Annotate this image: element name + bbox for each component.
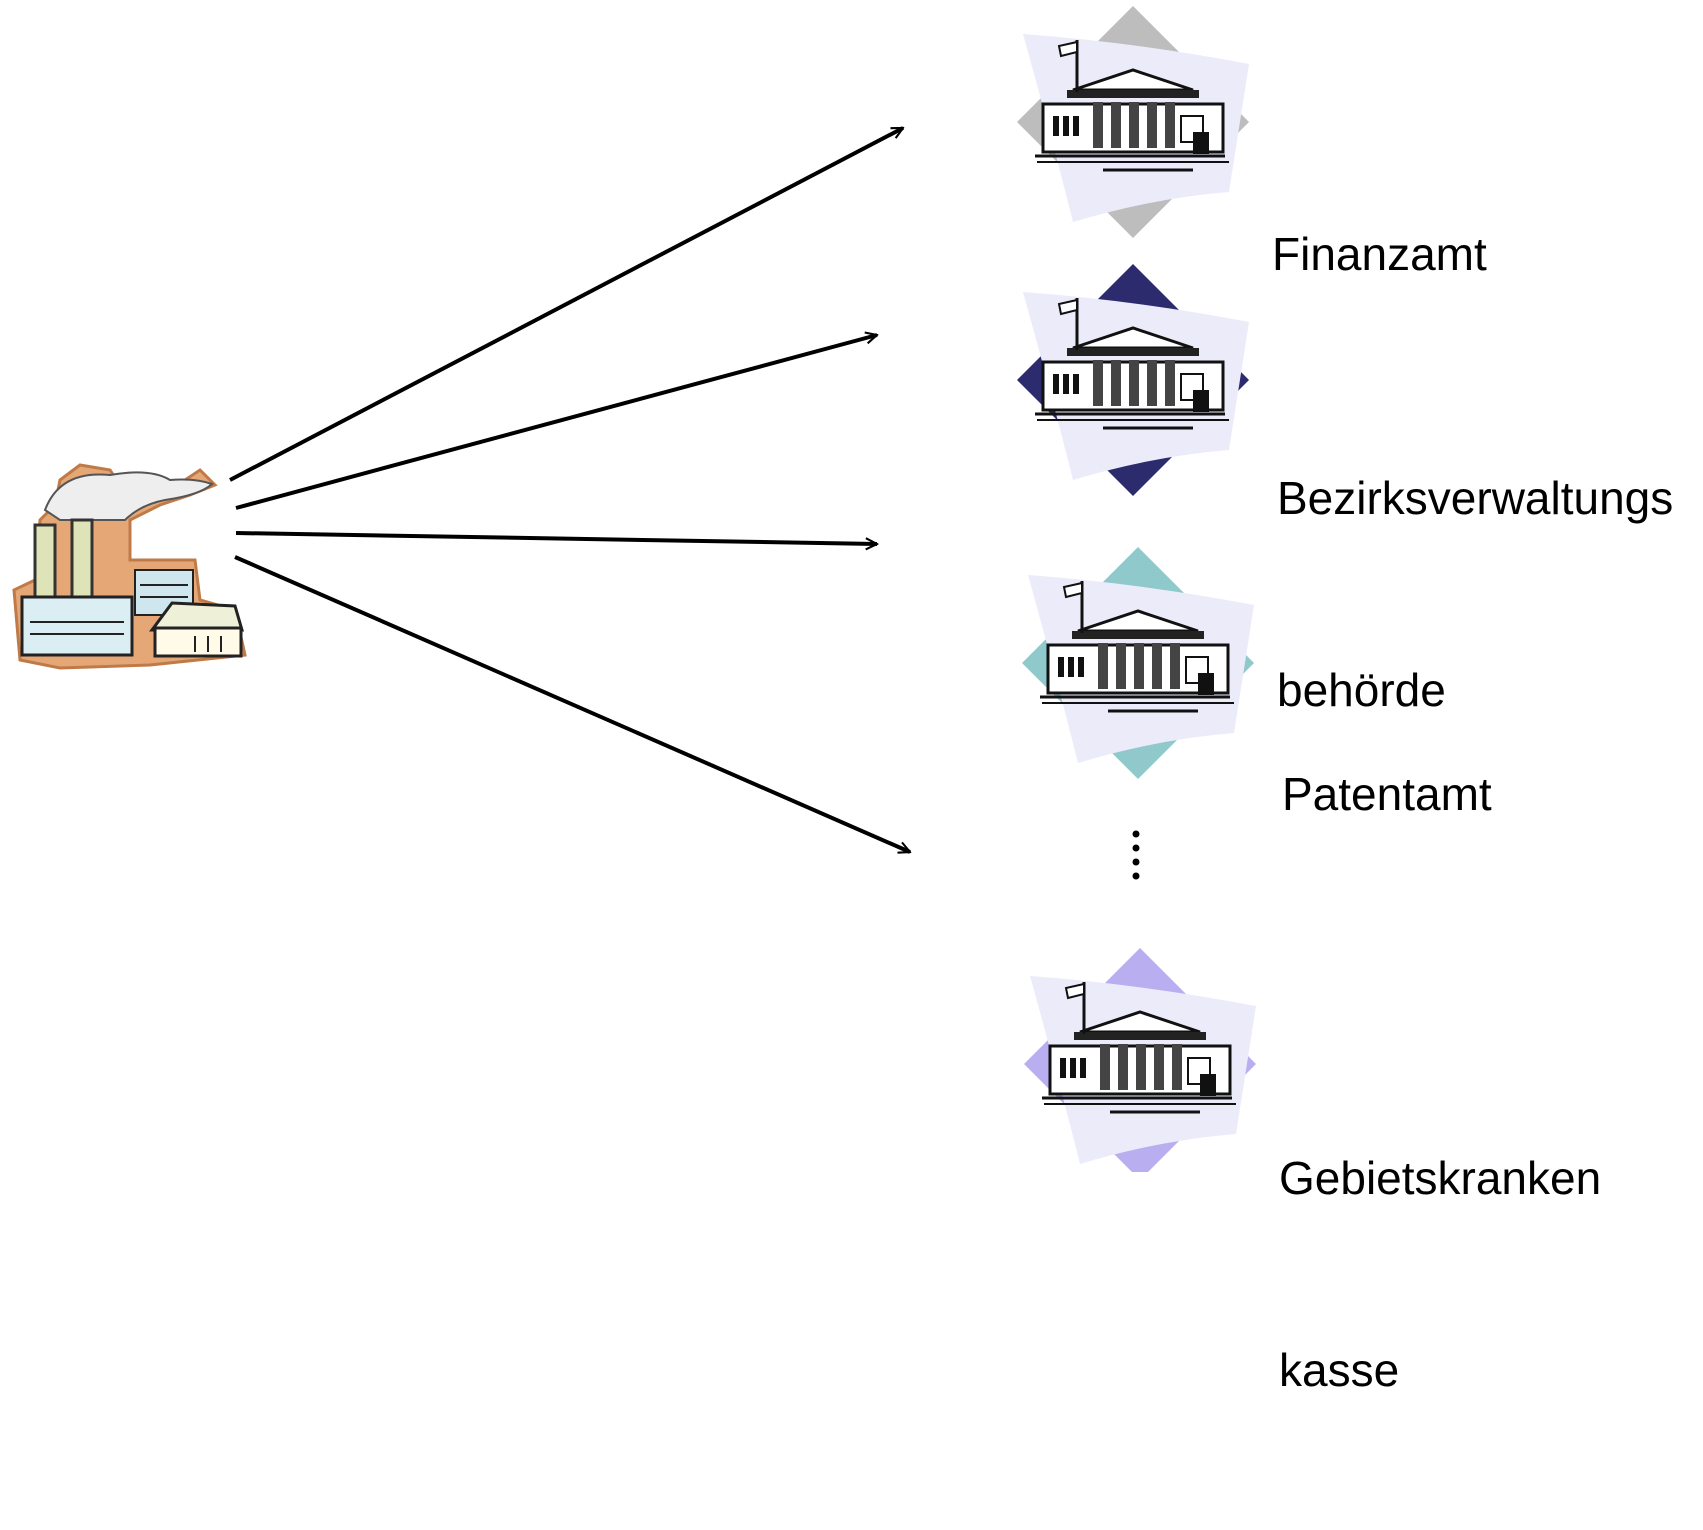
office-icon-gebietskrankenkasse (1024, 948, 1256, 1172)
label-line: kasse (1279, 1344, 1400, 1396)
office-icon-bezirksverwaltungsbehoerde (1017, 264, 1249, 496)
label-line: Patentamt (1282, 768, 1492, 820)
label-line: behörde (1277, 664, 1446, 716)
arrow-to-more (234, 555, 910, 854)
diagram-svg (12, 6, 1256, 1172)
label-line: Bezirksverwaltungs (1277, 472, 1674, 524)
vertical-ellipsis-icon (1126, 828, 1146, 884)
label-gebietskrankenkasse: Gebietskranken kasse (1279, 1018, 1601, 1530)
diagram-stage: Finanzamt Bezirksverwaltungs behörde Pat… (12, 6, 1673, 1396)
arrows (229, 126, 910, 854)
label-line: Finanzamt (1272, 228, 1487, 280)
label-bezirksverwaltungsbehoerde: Bezirksverwaltungs behörde (1277, 338, 1673, 850)
arrow-to-finanzamt (229, 126, 903, 482)
label-finanzamt: Finanzamt (1272, 94, 1487, 414)
label-line: Gebietskranken (1279, 1152, 1602, 1204)
office-icon-finanzamt (1017, 6, 1249, 238)
factory-icon (12, 463, 247, 670)
arrow-to-bezirksverwaltungsbehoerde (235, 335, 877, 510)
office-icon-patentamt (1022, 547, 1254, 779)
label-patentamt: Patentamt (1282, 634, 1492, 954)
arrow-to-patentamt (235, 531, 877, 544)
office-icons (1017, 6, 1256, 1172)
